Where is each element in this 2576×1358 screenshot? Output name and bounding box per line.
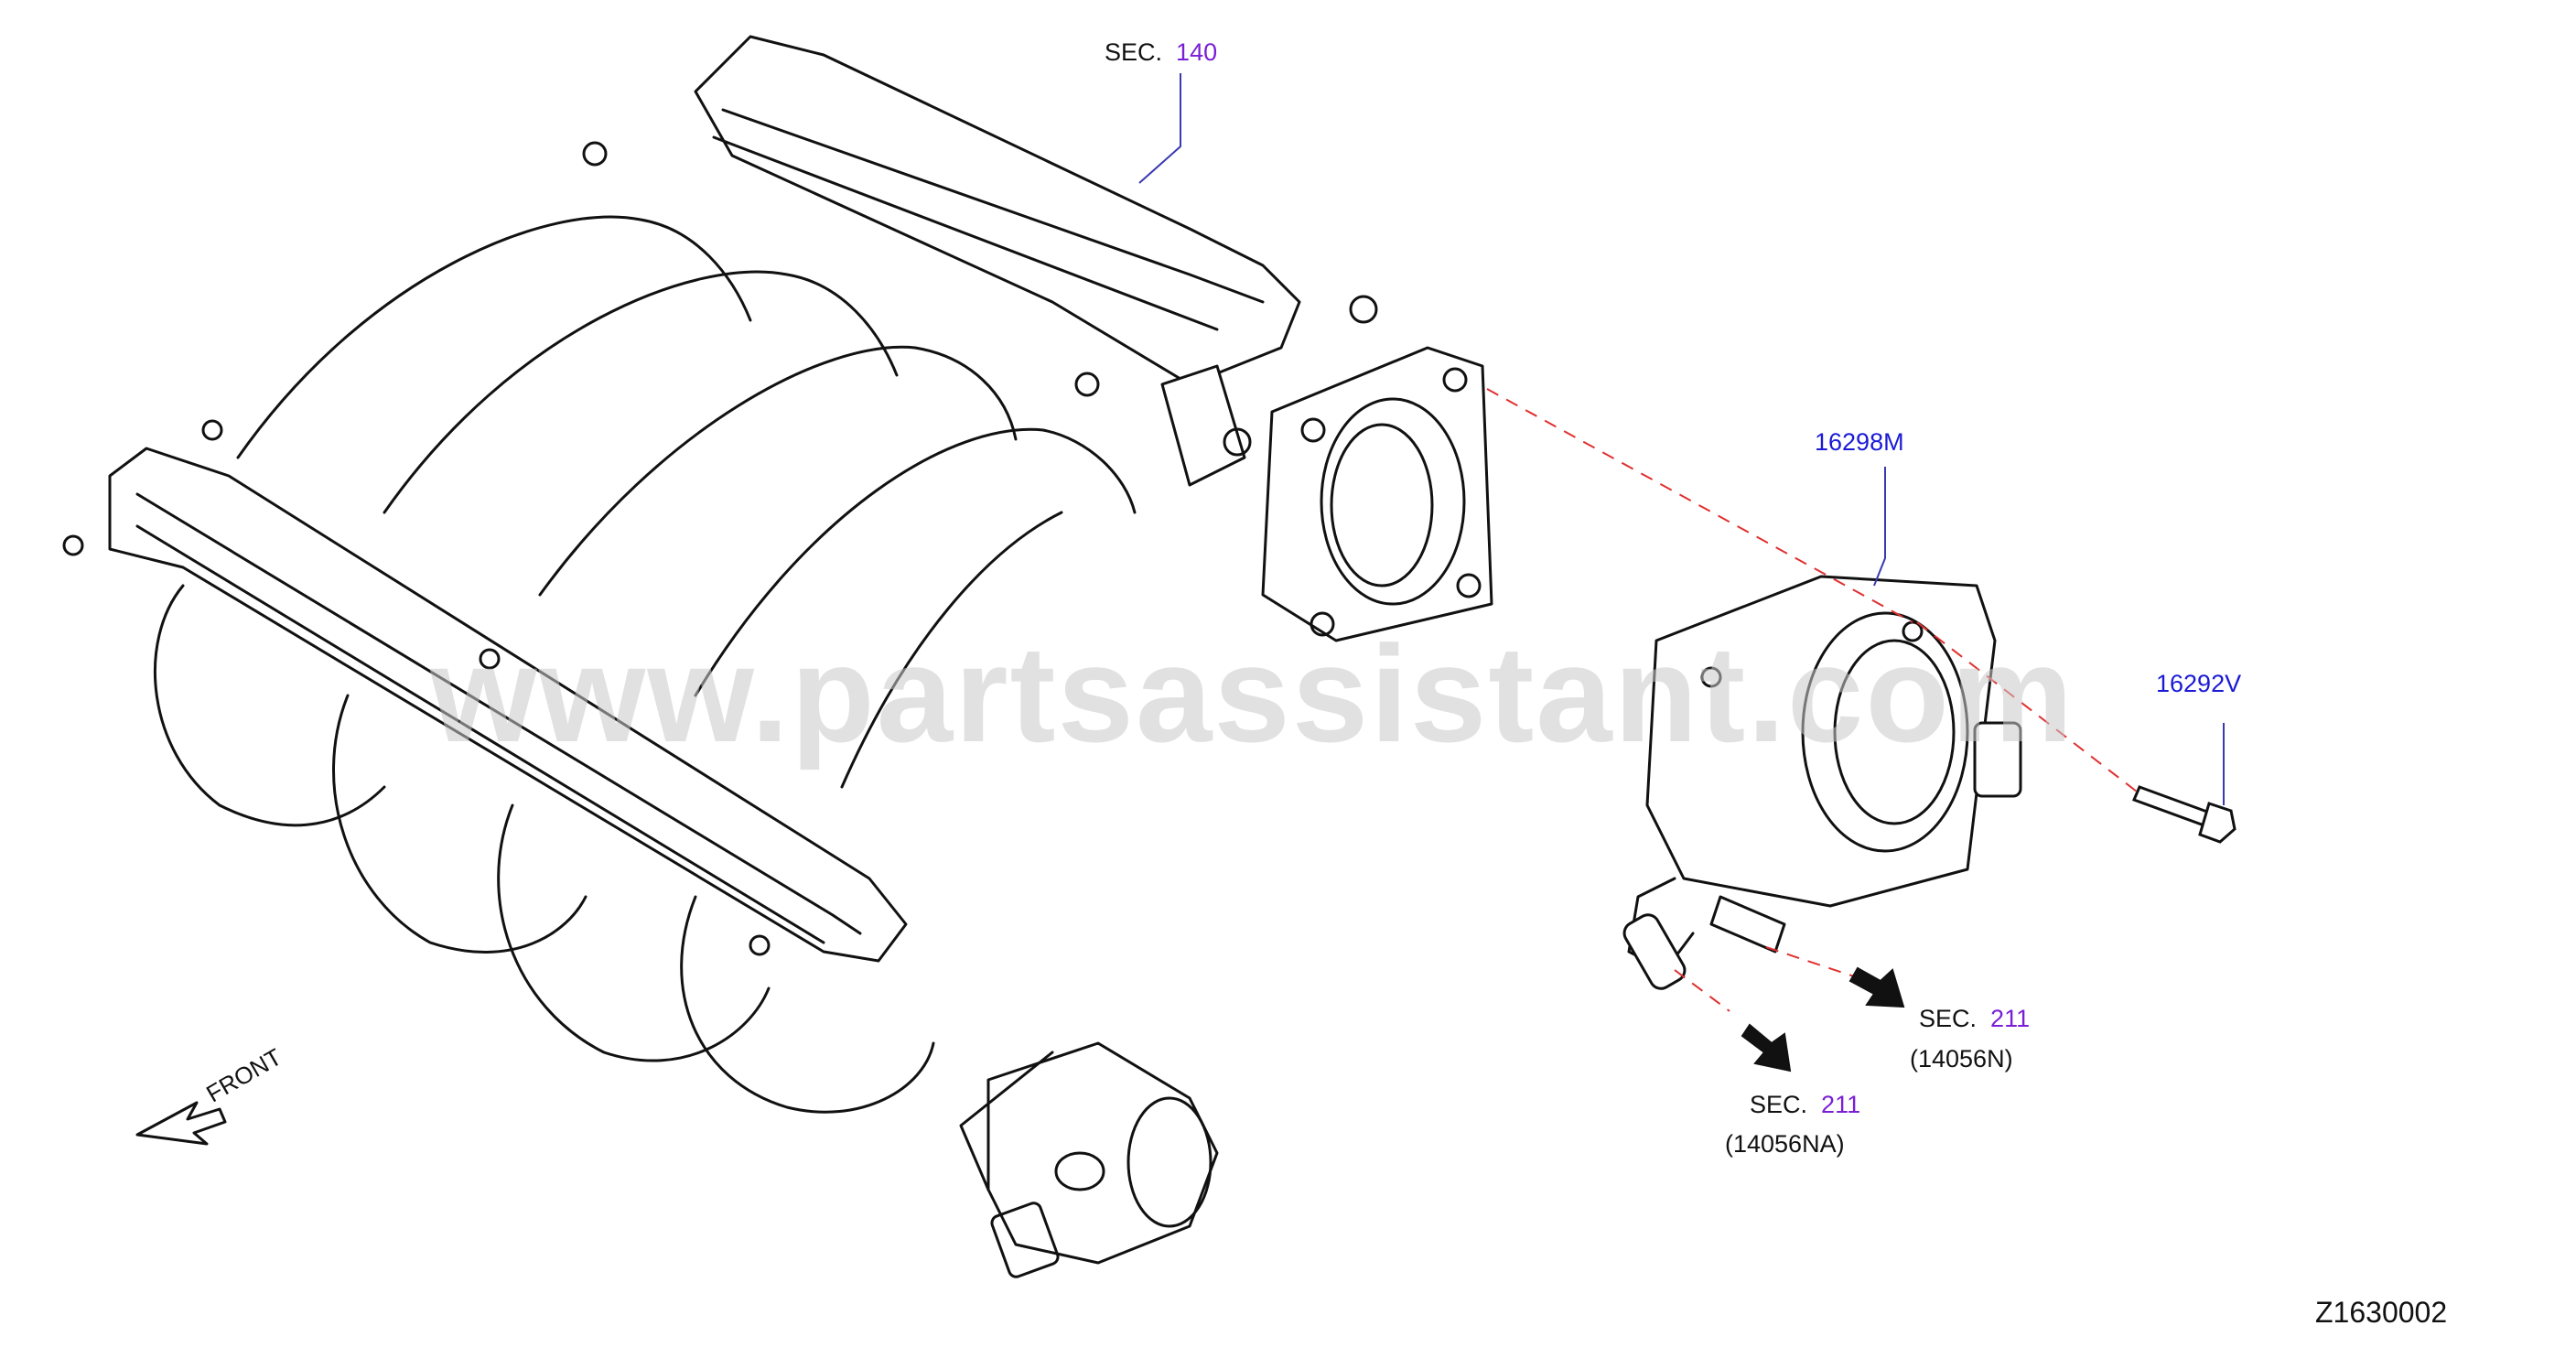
sec-number: 211 [1990,1005,2031,1032]
throttle-body [1622,575,2022,990]
sec-211-sub-b: (14056NA) [1725,1130,1845,1158]
diagram-id: Z1630002 [2315,1296,2448,1329]
sec-number: 211 [1821,1091,1861,1118]
sec-211-sub-a: (14056N) [1910,1045,2013,1072]
sec-211-label-b: SEC. 211 [1750,1091,1860,1119]
watermark: www.partsassistant.com [430,617,2075,771]
leader-lines [1138,73,2225,805]
arrow-icon [1741,966,1905,1072]
front-arrow-icon [135,1101,227,1146]
sec-140-label: SEC. 140 [1105,38,1217,67]
sec-211-label-a: SEC. 211 [1919,1005,2030,1033]
sec-prefix: SEC. [1919,1005,1978,1032]
sec-number: 140 [1176,38,1218,66]
intake-manifold [62,35,1493,1278]
sec-prefix: SEC. [1105,38,1163,66]
bolt-16292V [2131,785,2236,844]
part-number-16298M: 16298M [1815,428,1904,456]
sec-prefix: SEC. [1750,1091,1808,1118]
part-number-16292V: 16292V [2156,670,2242,697]
